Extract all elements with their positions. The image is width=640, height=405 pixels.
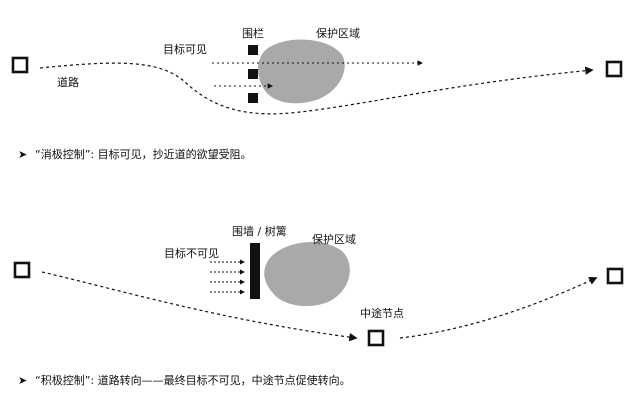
caption-positive: “积极控制”: 道路转向——最终目标不可见，中途节点促使转向。 [35, 373, 351, 387]
panel-negative-control: 围栏 保护区域 目标可见 道路 ➤ “消极控制”: 目标可见，抄近道的欲望受阻。 [11, 26, 623, 161]
fence-post [248, 93, 258, 103]
road-path-to-node [41, 271, 358, 342]
wall-hedge [250, 243, 260, 299]
intermediate-node [367, 329, 385, 347]
intermediate-node-label: 中途节点 [360, 306, 404, 320]
protected-area-label: 保护区域 [316, 26, 360, 40]
protected-area-blob [264, 241, 350, 307]
end-node [606, 267, 624, 285]
road-label: 道路 [57, 75, 79, 89]
start-node [13, 261, 31, 279]
protected-area-blob [258, 39, 345, 104]
caption-marker: ➤ [18, 374, 27, 387]
caption-marker: ➤ [18, 148, 27, 161]
protected-area-label: 保护区域 [312, 232, 356, 246]
fence-post [248, 45, 258, 55]
fence-post [248, 69, 258, 79]
start-node [11, 56, 29, 74]
panel-positive-control: 围墙 / 树篱 保护区域 目标不可见 中途节点 ➤ “积极控制”: 道路转向——… [13, 224, 624, 387]
target-invisible-label: 目标不可见 [164, 246, 219, 260]
end-node [605, 60, 623, 78]
wall-hedge-label: 围墙 / 树篱 [232, 224, 287, 238]
target-visible-label: 目标可见 [163, 42, 207, 56]
road-path-to-end [399, 277, 598, 339]
fence-label: 围栏 [242, 26, 264, 40]
caption-negative: “消极控制”: 目标可见，抄近道的欲望受阻。 [35, 147, 252, 161]
